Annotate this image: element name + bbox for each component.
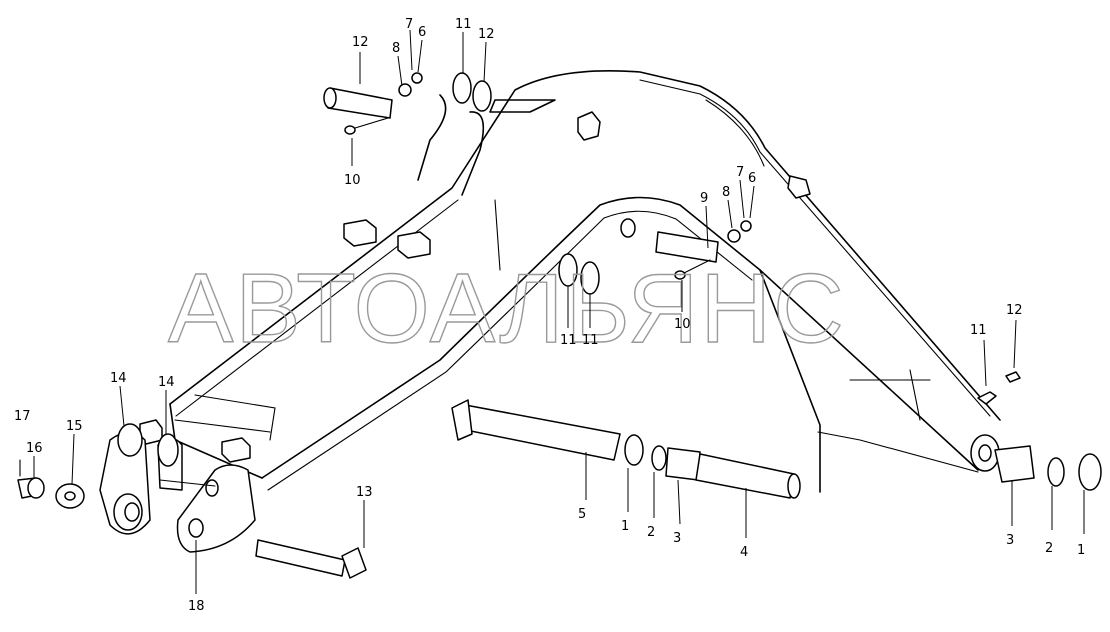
boom-body xyxy=(139,70,1001,493)
watermark-text: АВТОАЛЬЯНС xyxy=(168,253,846,363)
callout-label: 1 xyxy=(1077,543,1085,558)
callout-label: 12 xyxy=(478,27,495,42)
boom-nose xyxy=(970,371,1102,491)
callout-label: 12 xyxy=(1006,303,1023,318)
callout-label: 14 xyxy=(110,371,127,386)
callout-label: 8 xyxy=(722,185,730,200)
callout-label: 7 xyxy=(405,17,413,32)
top-pins xyxy=(17,72,752,579)
callout-label: 1 xyxy=(621,519,629,534)
pin-assembly xyxy=(451,399,801,499)
callout-label: 14 xyxy=(158,375,175,390)
callout-label: 17 xyxy=(14,409,31,424)
callout-label: 11 xyxy=(455,17,472,32)
callout-label: 11 xyxy=(560,333,577,348)
callout-label: 3 xyxy=(1006,533,1014,548)
callouts: 12 8 7 6 11 12 10 9 7 8 6 10 11 11 11 12… xyxy=(14,17,1085,614)
callout-label: 11 xyxy=(582,333,599,348)
callout-label: 4 xyxy=(740,545,748,560)
callout-label: 16 xyxy=(26,441,43,456)
callout-label: 11 xyxy=(970,323,987,338)
callout-label: 7 xyxy=(736,165,744,180)
callout-label: 15 xyxy=(66,419,83,434)
callout-label: 5 xyxy=(578,507,586,522)
callout-label: 10 xyxy=(344,173,361,188)
callout-label: 3 xyxy=(673,531,681,546)
callout-label: 8 xyxy=(392,41,400,56)
boom-foot xyxy=(99,423,256,553)
callout-label: 6 xyxy=(418,25,426,40)
callout-label: 2 xyxy=(647,525,655,540)
callout-label: 13 xyxy=(356,485,373,500)
callout-label: 18 xyxy=(188,599,205,614)
callout-label: 6 xyxy=(748,171,756,186)
callout-label: 12 xyxy=(352,35,369,50)
callout-label: 9 xyxy=(700,191,708,206)
callout-label: 10 xyxy=(674,317,691,332)
callout-label: 2 xyxy=(1045,541,1053,556)
